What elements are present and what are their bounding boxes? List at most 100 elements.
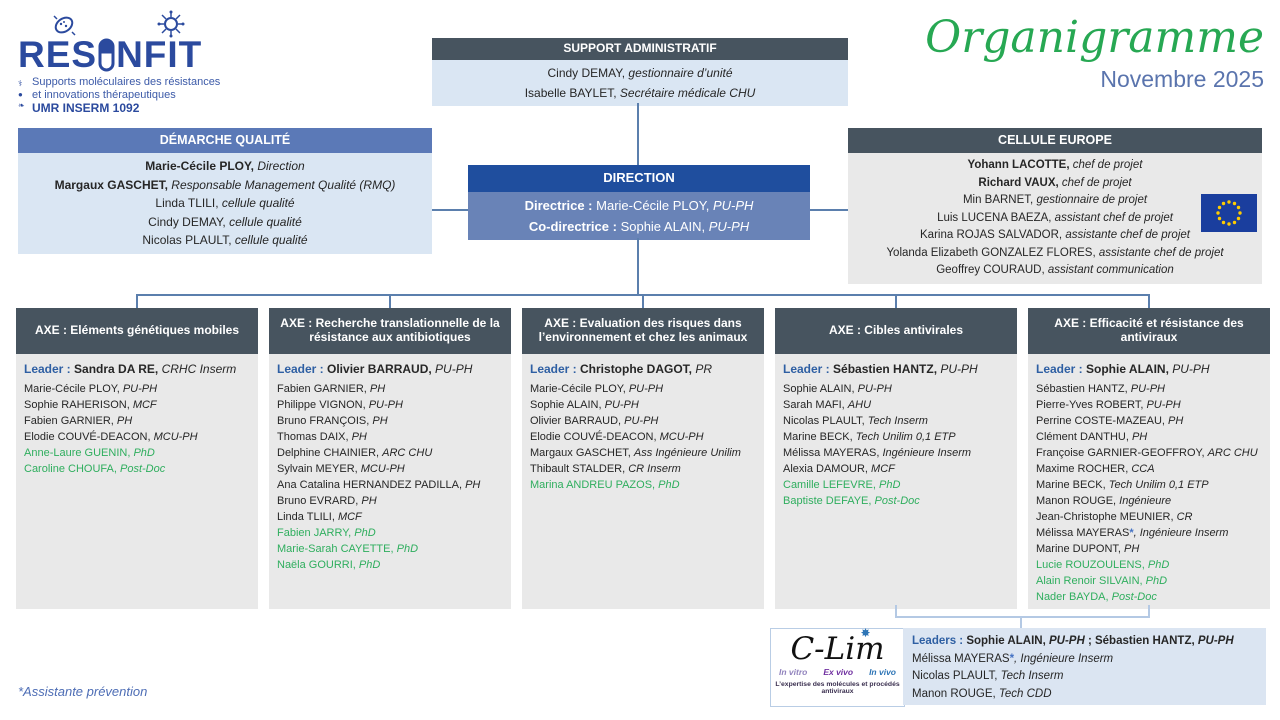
leader-label: Leader :	[1036, 362, 1087, 376]
person-line: Caroline CHOUFA, Post-Doc	[24, 461, 250, 477]
axe5-efficacite-resistance-box: AXE : Efficacité et résistance des antiv…	[1028, 308, 1270, 609]
footnote-assistante-prevention: *Assistante prévention	[18, 684, 148, 699]
person-line: Mélissa MAYERAS*, Ingénieure Inserm	[1036, 525, 1262, 541]
connector-drop-axe2	[389, 294, 391, 308]
person-role: ARC CHU	[1207, 447, 1258, 459]
person-line: Luis LUCENA BAEZA, assistant chef de pro…	[854, 210, 1256, 228]
person-name: PU-PH	[1197, 635, 1234, 647]
person-line: Jean-Christophe MEUNIER, CR	[1036, 509, 1262, 525]
person-name: Manon ROUGE,	[1036, 495, 1120, 507]
person-name: Sophie ALAIN,	[1086, 362, 1173, 376]
person-line: Leader : Sandra DA RE, CRHC Inserm	[24, 361, 250, 378]
person-role: CR	[1176, 511, 1193, 523]
person-name: Marie-Cécile PLOY,	[145, 159, 258, 173]
person-role: assistant communication	[1047, 264, 1174, 276]
person-role: Ingénieure Inserm	[882, 447, 972, 459]
person-name: Caroline CHOUFA,	[24, 463, 120, 475]
person-line: Sébastien HANTZ, PU-PH	[1036, 381, 1262, 397]
logo-subtitle-line1: Supports moléculaires des résistances	[32, 76, 221, 88]
person-name: Luis LUCENA BAEZA,	[937, 211, 1055, 224]
person-name: Sophie ALAIN,	[966, 635, 1049, 647]
person-role: chef de projet	[1072, 159, 1143, 171]
person-line: Baptiste DEFAYE, Post-Doc	[783, 493, 1009, 509]
person-line: Karina ROJAS SALVADOR, assistante chef d…	[854, 227, 1256, 245]
person-line: Mélissa MAYERAS, Ingénieure Inserm	[783, 445, 1009, 461]
person-role: MCF	[132, 399, 157, 411]
person-name: Co-directrice :	[528, 219, 621, 234]
person-role: PhD	[1145, 575, 1168, 587]
person-name: Cindy DEMAY,	[547, 66, 629, 80]
person-name: Alain Renoir SILVAIN,	[1036, 575, 1146, 587]
person-name: Linda TLILI,	[277, 511, 338, 523]
person-role: PU-PH	[708, 219, 750, 234]
page-title-block: Organigramme Novembre 2025	[925, 16, 1264, 93]
person-role: PhD	[878, 479, 901, 491]
person-name: Marine BECK,	[783, 431, 856, 443]
person-name: Olivier BARRAUD,	[530, 415, 625, 427]
person-name: Isabelle BAYLET,	[524, 86, 620, 100]
person-line: Geoffrey COURAUD, assistant communicatio…	[854, 262, 1256, 280]
direction-body: Directrice : Marie-Cécile PLOY, PU-PH Co-…	[468, 192, 810, 240]
person-name: Marie-Cécile PLOY,	[530, 383, 629, 395]
person-line: Directrice : Marie-Cécile PLOY, PU-PH	[471, 195, 807, 216]
person-role: MCU-PH	[659, 431, 704, 443]
person-role: cellule qualité	[229, 214, 302, 229]
person-line: Lucie ROUZOULENS, PhD	[1036, 557, 1262, 573]
person-line: Leader : Christophe DAGOT, PR	[530, 361, 756, 378]
cellule-europe-title: CELLULE EUROPE	[848, 128, 1262, 153]
person-line: Yolanda Elizabeth GONZALEZ FLORES, assis…	[854, 245, 1256, 263]
person-name: Yohann LACOTTE,	[967, 159, 1073, 171]
person-name: Margaux GASCHET,	[530, 447, 634, 459]
person-line: Sophie ALAIN, PU-PH	[530, 397, 756, 413]
person-role: chef de projet	[1061, 176, 1132, 189]
person-line: Fabien JARRY, PhD	[277, 525, 503, 541]
person-name: Cindy DEMAY,	[148, 214, 230, 229]
person-name: Sébastien HANTZ,	[1036, 383, 1131, 395]
person-line: Sophie RAHERISON, MCF	[24, 397, 250, 413]
person-line: Marie-Cécile PLOY, PU-PH	[530, 381, 756, 397]
person-line: Marine BECK, Tech Unilim 0,1 ETP	[1036, 477, 1262, 493]
leader-label: Leader :	[277, 362, 328, 376]
clim-gear-icon: ✸	[860, 626, 871, 640]
person-role: gestionnaire d’unité	[628, 66, 733, 80]
person-role: MCU-PH	[360, 463, 405, 475]
person-name: Yolanda Elizabeth GONZALEZ FLORES,	[886, 246, 1099, 259]
person-name: Nader BAYDA,	[1036, 591, 1112, 603]
person-role: Tech Inserm	[1000, 670, 1064, 682]
person-role: PH	[1131, 431, 1148, 443]
person-name: Delphine CHAINIER,	[277, 447, 383, 459]
person-role: CRHC Inserm	[161, 362, 237, 376]
logo-text-left: RES	[18, 34, 98, 75]
person-line: Sophie ALAIN, PU-PH	[783, 381, 1009, 397]
logo-subtitle: Supports moléculaires des résistances et…	[32, 76, 242, 115]
person-name: Olivier BARRAUD,	[327, 362, 436, 376]
person-name: Philippe VIGNON,	[277, 399, 369, 411]
page-title: Organigramme	[925, 12, 1264, 63]
connector-drop-axe4	[895, 294, 897, 308]
person-line: Elodie COUVÉ-DEACON, MCU-PH	[24, 429, 250, 445]
person-name: Manon ROUGE,	[912, 687, 999, 700]
eu-flag-icon	[1201, 194, 1257, 232]
leader-label: Leaders :	[912, 635, 967, 647]
person-name: Pierre-Yves ROBERT,	[1036, 399, 1147, 411]
connector-axe5-clim	[1148, 605, 1150, 618]
person-name: Sandra DA RE,	[74, 362, 162, 376]
pill-capsule-icon	[98, 38, 115, 71]
person-line: Olivier BARRAUD, PU-PH	[530, 413, 756, 429]
person-role: PU-PH	[1130, 383, 1165, 395]
person-name: ; Sébastien HANTZ,	[1087, 635, 1198, 647]
person-line: Marina ANDREU PAZOS, PhD	[530, 477, 756, 493]
person-role: PH	[351, 431, 367, 443]
clim-logo-box: C-Lim✸ In vitro Ex vivo In vivo L’expert…	[770, 626, 905, 707]
logo-subtitle-line2: et innovations thérapeutiques	[32, 89, 176, 101]
virus-icon	[157, 10, 185, 38]
person-role: PH	[1124, 543, 1140, 555]
person-line: Françoise GARNIER-GEOFFROY, ARC CHU	[1036, 445, 1262, 461]
person-line: Isabelle BAYLET, Secrétaire médicale CHU	[436, 83, 844, 103]
person-name: Thomas DAIX,	[277, 431, 352, 443]
person-role: PH	[116, 415, 133, 427]
person-line: Marie-Sarah CAYETTE, PhD	[277, 541, 503, 557]
person-name: Nicolas PLAULT,	[783, 415, 868, 427]
